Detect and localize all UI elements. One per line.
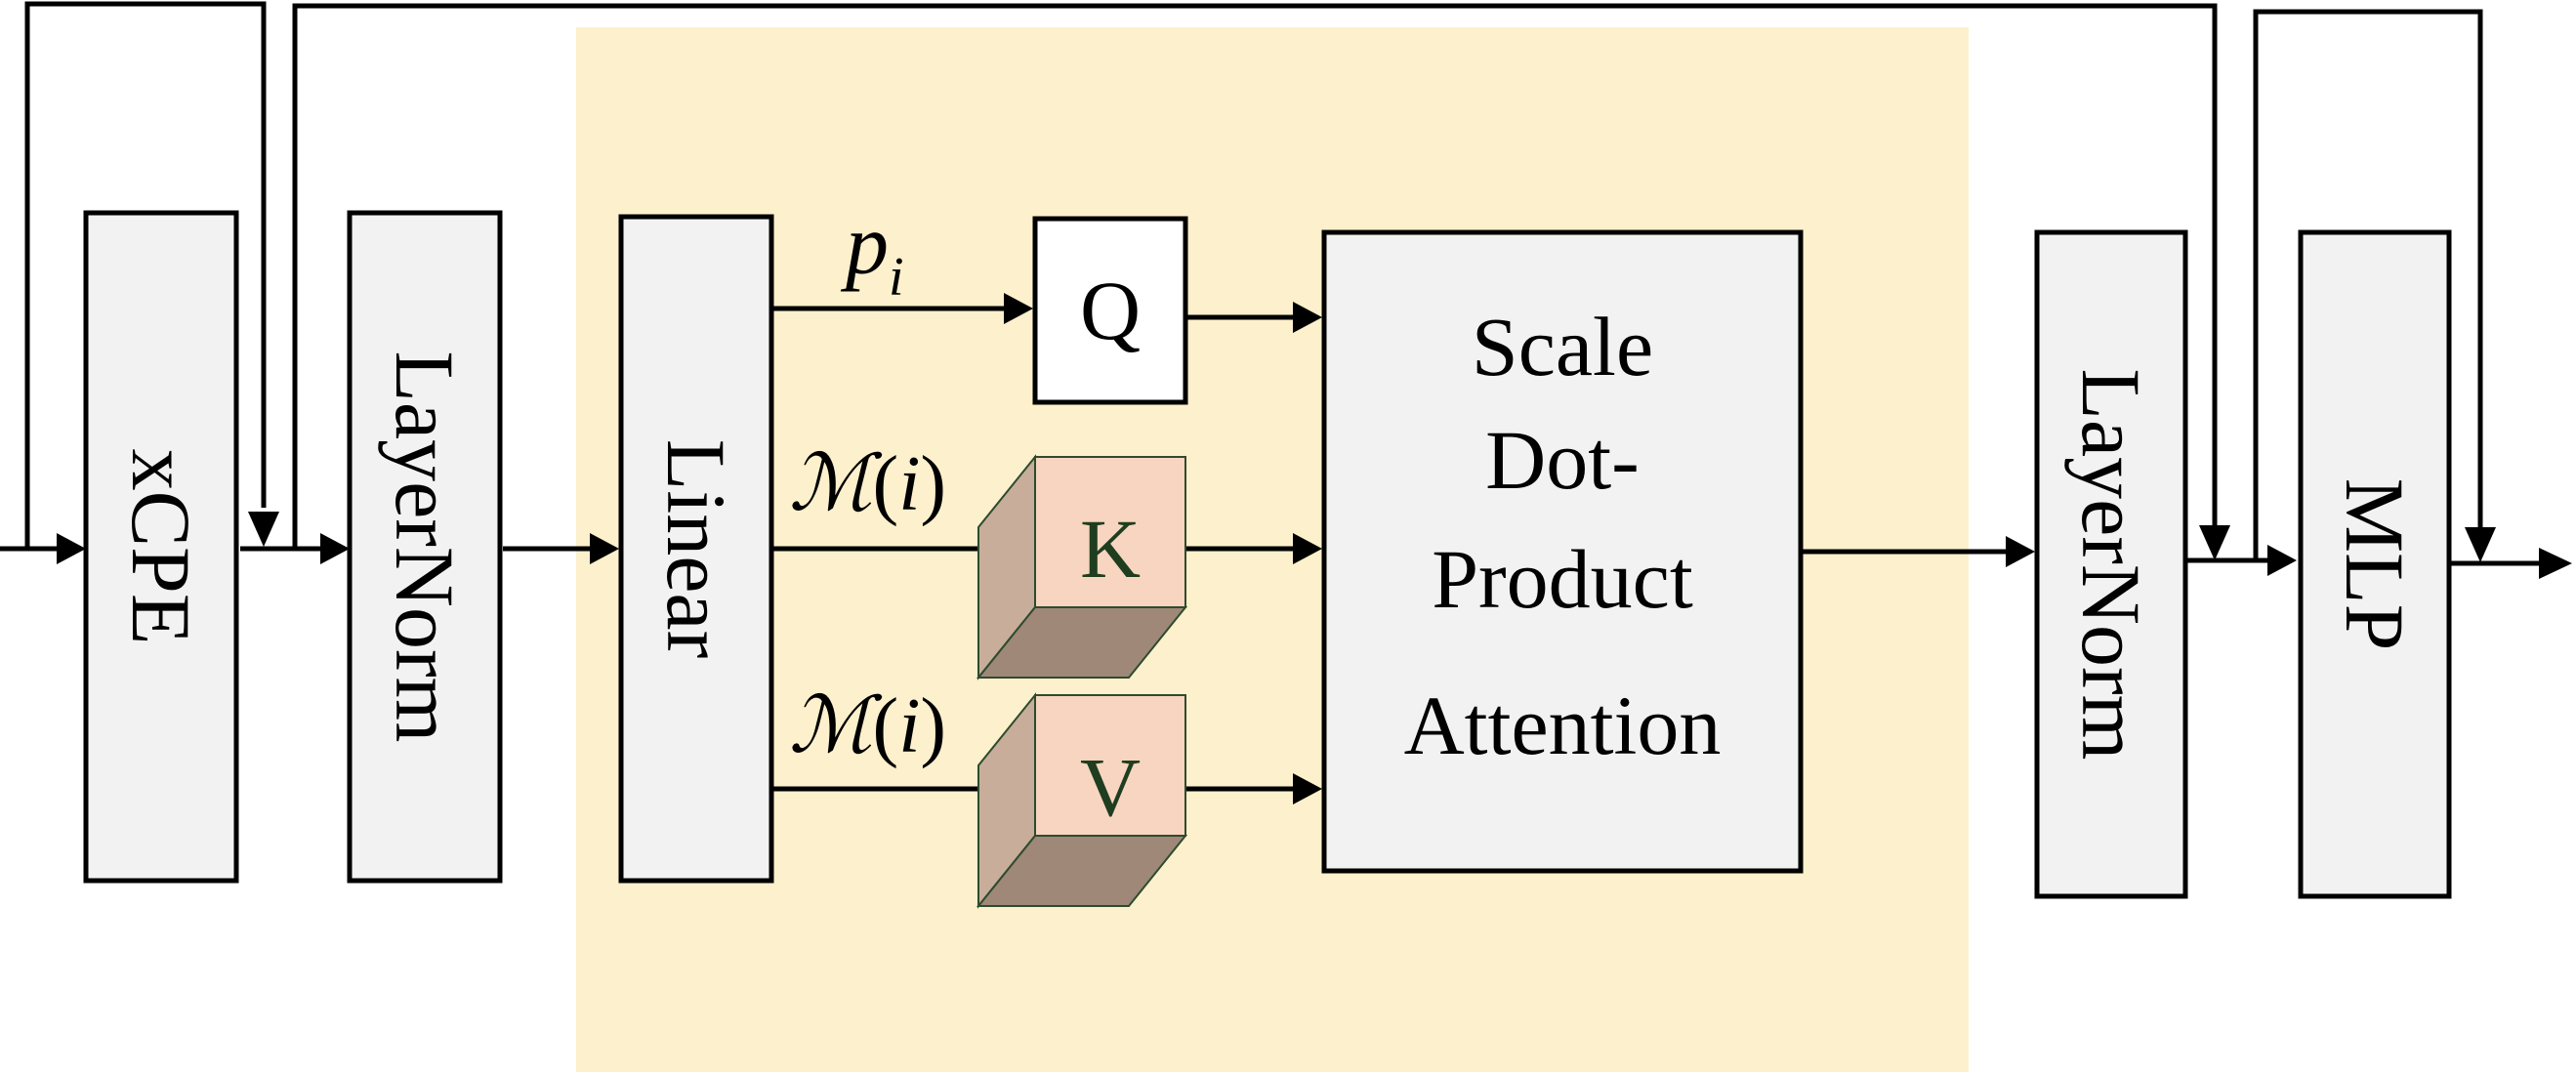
- residual-wire-3: [2253, 9, 2483, 560]
- residual-wire-2: [292, 3, 2218, 549]
- k-edge-var: i: [898, 441, 920, 527]
- layernorm-1-block: [347, 210, 503, 884]
- xcpe-block: [83, 210, 239, 884]
- arrowhead-layernorm1-in: [320, 533, 350, 564]
- arrowhead-output: [2539, 548, 2572, 579]
- v-edge-close: ): [920, 683, 946, 769]
- arrowhead-q-in: [1004, 293, 1033, 324]
- k-cube: K: [976, 454, 1188, 680]
- attention-label-3: Product: [1432, 532, 1693, 626]
- v-edge-func: ℳ: [789, 683, 883, 769]
- arrowhead-attn-q: [1293, 302, 1322, 333]
- q-block: [1032, 216, 1188, 405]
- arrowhead-skip3: [2465, 527, 2496, 562]
- attention-block: [1321, 229, 1804, 874]
- q-edge-sub: i: [889, 247, 904, 308]
- v-edge-label: ℳ(i): [789, 683, 946, 769]
- v-cube: V: [976, 692, 1188, 909]
- layernorm-1-label: LayerNorm: [378, 350, 472, 742]
- arrowhead-xcpe-in: [57, 533, 86, 564]
- xcpe-label: xCPE: [114, 449, 208, 645]
- arrowhead-layernorm2-in: [2006, 536, 2035, 567]
- attention-label-1: Scale: [1472, 300, 1653, 393]
- arrowhead-skip2: [2199, 525, 2230, 560]
- k-edge-label: ℳ(i): [789, 441, 946, 527]
- residual-wire-1: [24, 1, 267, 549]
- linear-label: Linear: [649, 439, 743, 658]
- arrowhead-attn-k: [1293, 533, 1322, 564]
- v-edge-open: (: [873, 683, 899, 769]
- q-label: Q: [1080, 264, 1141, 357]
- v-label: V: [1080, 740, 1141, 834]
- mlp-block: [2298, 229, 2452, 899]
- arrowhead-attn-v: [1293, 773, 1322, 804]
- q-edge-label: pi: [840, 198, 904, 308]
- layernorm-2-label: LayerNorm: [2064, 368, 2158, 760]
- arrowhead-linear-in: [590, 533, 619, 564]
- arrowhead-mlp-in: [2267, 545, 2297, 576]
- attention-label-4: Attention: [1404, 679, 1722, 772]
- q-edge-var: p: [840, 198, 889, 293]
- k-edge-close: ): [920, 441, 946, 527]
- linear-block: [618, 214, 774, 884]
- attention-label-2: Dot-: [1485, 413, 1640, 507]
- k-edge-open: (: [873, 441, 899, 527]
- mlp-label: MLP: [2328, 478, 2422, 651]
- v-edge-var: i: [898, 683, 920, 769]
- layernorm-2-block: [2034, 229, 2188, 899]
- k-label: K: [1080, 502, 1141, 596]
- arrowhead-skip1: [248, 512, 279, 547]
- k-edge-func: ℳ: [789, 441, 883, 527]
